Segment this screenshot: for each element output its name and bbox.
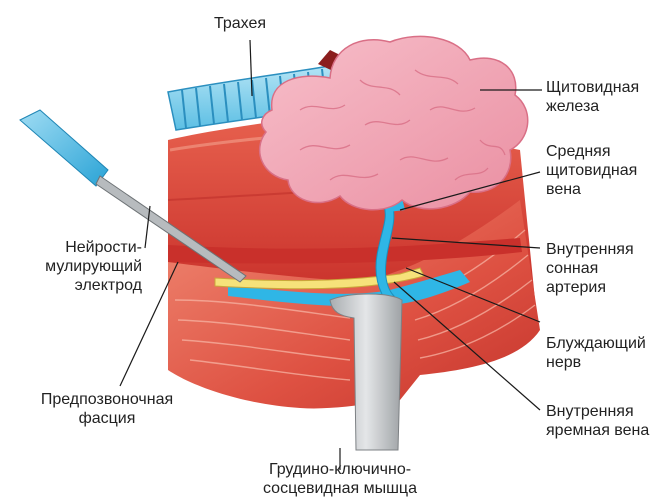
label-thyroid: Щитовидная железа [546,78,639,116]
label-carotid: Внутренняя сонная артерия [546,240,634,297]
label-vagus-line2: нерв [546,353,646,372]
label-middle-thyroid-vein: Средняя щитовидная вена [546,142,637,199]
label-middle-vein-line2: щитовидная [546,161,637,180]
label-fascia-line1: Предпозвоночная [2,390,212,409]
label-sternocleidomastoid: Грудино-ключично- сосцевидная мышца [220,460,460,498]
label-carotid-line1: Внутренняя [546,240,634,259]
label-carotid-line3: артерия [546,278,634,297]
label-fascia: Предпозвоночная фасция [2,390,212,428]
label-muscle-line2: сосцевидная мышца [220,479,460,498]
label-trachea: Трахея [214,14,266,33]
label-thyroid-line1: Щитовидная [546,78,639,97]
label-thyroid-line2: железа [546,97,639,116]
label-vagus: Блуждающий нерв [546,334,646,372]
thyroid-shape [260,36,528,209]
label-jugular: Внутренняя яремная вена [546,402,649,440]
label-trachea-text: Трахея [214,14,266,33]
label-electrode: Нейрости- мулирующий электрод [10,238,142,295]
label-vagus-line1: Блуждающий [546,334,646,353]
label-electrode-line1: Нейрости- [10,238,142,257]
label-middle-vein-line3: вена [546,180,637,199]
label-electrode-line3: электрод [10,276,142,295]
label-fascia-line2: фасция [2,409,212,428]
label-muscle-line1: Грудино-ключично- [220,460,460,479]
label-jugular-line1: Внутренняя [546,402,649,421]
label-carotid-line2: сонная [546,259,634,278]
label-electrode-line2: мулирующий [10,257,142,276]
label-jugular-line2: яремная вена [546,421,649,440]
label-middle-vein-line1: Средняя [546,142,637,161]
